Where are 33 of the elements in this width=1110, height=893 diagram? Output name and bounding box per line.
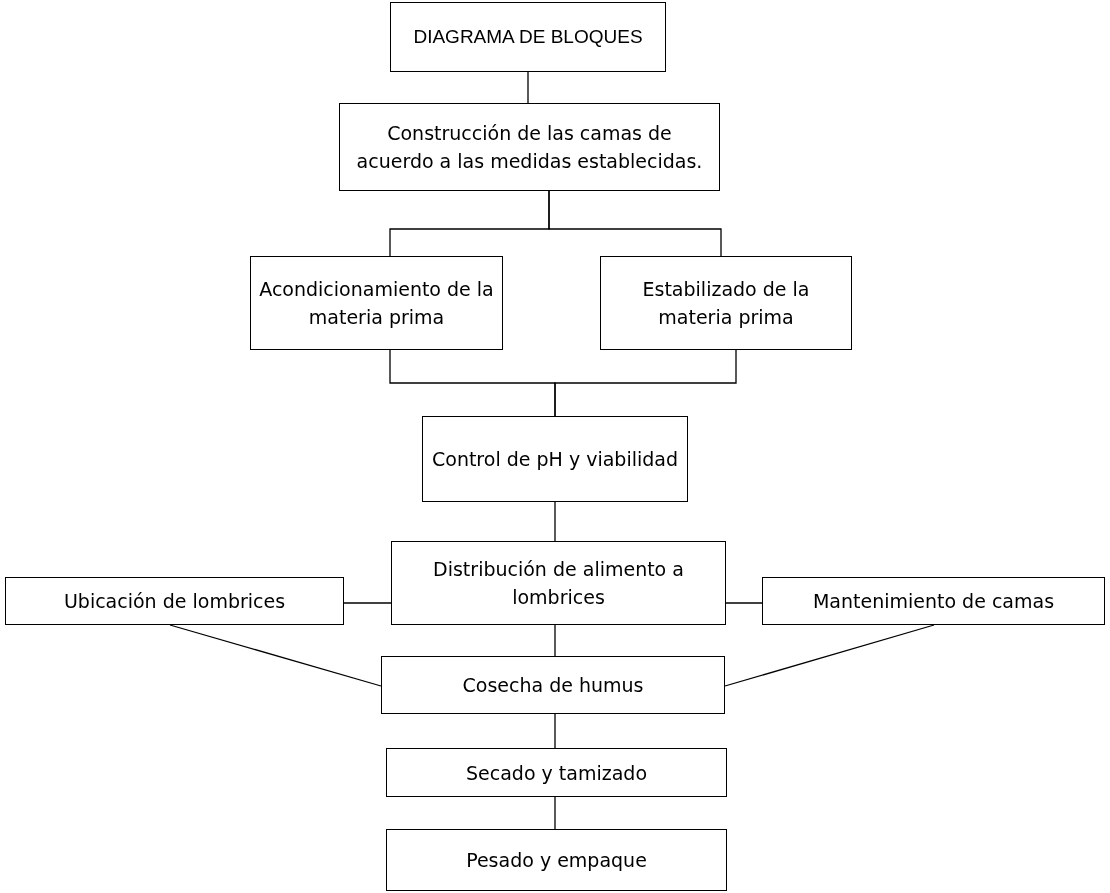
connector-line [554, 713, 556, 749]
box-text: Ubicación de lombrices [63, 589, 286, 614]
box-text: Acondicionamiento de la materia prima [259, 277, 494, 330]
box-text: Mantenimiento de camas [812, 589, 1055, 614]
process-box [381, 656, 725, 714]
process-box [762, 577, 1105, 625]
connector-line [724, 624, 935, 687]
connector-line [527, 71, 529, 104]
box-text: Estabilizado de la materia prima [641, 277, 811, 330]
connector-line [725, 602, 763, 604]
box-text: Secado y tamizado [466, 760, 647, 786]
box-text: Construcción de las camas de acuerdo a las medidas establecidas. [355, 121, 704, 174]
box-text: Control de pH y viabilidad [432, 447, 678, 472]
process-box [5, 577, 344, 625]
connector-line [554, 796, 556, 830]
box-text: Cosecha de humus [462, 673, 644, 698]
box-text: DIAGRAMA DE BLOQUES [413, 25, 643, 49]
process-box [600, 256, 852, 350]
process-box [250, 256, 503, 350]
connector-line [548, 190, 722, 257]
box-text: Distribución de alimento a lombrices [432, 557, 685, 610]
process-box [386, 748, 727, 797]
connector-line [554, 624, 556, 657]
connector-line [343, 602, 392, 604]
process-box [339, 103, 720, 191]
process-box [386, 829, 727, 891]
process-box [390, 2, 666, 72]
box-text: Pesado y empaque [466, 848, 647, 873]
connector-line [554, 349, 737, 417]
process-box [391, 541, 726, 625]
connector-line [554, 501, 556, 542]
process-box [422, 416, 688, 502]
connector-line [169, 624, 382, 687]
